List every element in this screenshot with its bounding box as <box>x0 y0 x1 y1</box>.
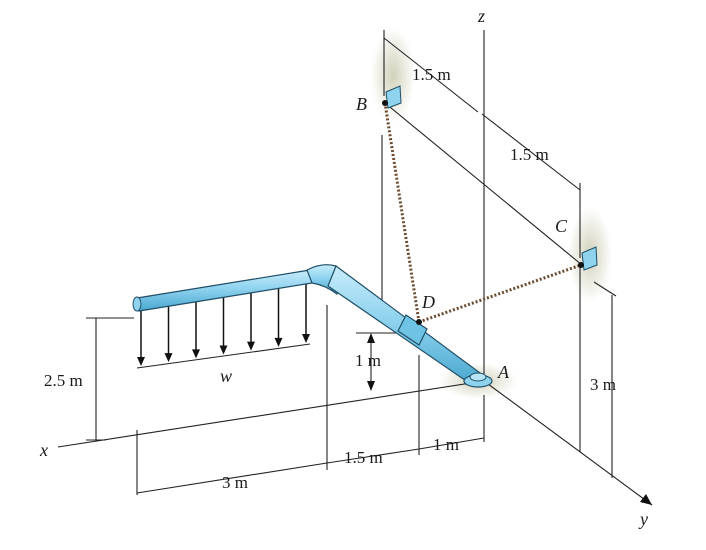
dim-label-base-1m: 1 m <box>433 435 459 454</box>
pin-c <box>578 262 584 268</box>
axis-label-y: y <box>638 509 648 529</box>
load-arrow-head <box>164 353 173 363</box>
pin-b <box>382 100 388 106</box>
pin-d <box>416 319 422 325</box>
dim-label-load-height: 2.5 m <box>44 371 83 390</box>
point-label-b: B <box>356 94 367 114</box>
dim-line-b-top <box>383 37 479 113</box>
point-label-a: A <box>497 362 510 382</box>
load-label-w: w <box>220 366 232 386</box>
cable-db <box>383 102 421 323</box>
dim-label-base-1p5m: 1.5 m <box>344 448 383 467</box>
dim-line-1m-bottom <box>418 437 485 450</box>
load-arrow-head <box>302 334 310 343</box>
load-arrow-head <box>274 337 283 347</box>
y-axis <box>483 380 653 506</box>
dim-line-c-top <box>481 113 581 191</box>
dim-arrow-1m-top <box>367 333 375 343</box>
axis-label-x: x <box>39 440 48 460</box>
load-arrow-head <box>137 357 145 366</box>
cable-dc <box>418 263 582 324</box>
dim-line-1p5-bottom <box>326 448 420 464</box>
dim-arrow-1m-bottom <box>367 381 375 391</box>
load-arrow-head <box>247 341 255 351</box>
pipe-horizontal-arm <box>136 269 313 312</box>
x-axis <box>57 380 485 448</box>
bc-reference-line <box>384 102 583 266</box>
dim-label-c-height: 3 m <box>590 375 616 394</box>
distributed-load-w <box>137 283 310 366</box>
pipe-end-cap <box>132 296 142 312</box>
axis-label-z: z <box>477 6 485 26</box>
support-glow-b <box>371 27 415 123</box>
dim-tick-3m-top <box>593 281 617 297</box>
load-arrow-head <box>219 345 228 355</box>
dim-line-3m-bottom <box>136 462 328 494</box>
support-a-top <box>469 372 487 382</box>
dim-label-pipe-rise: 1 m <box>355 351 381 370</box>
load-base-line <box>136 343 311 369</box>
load-arrow-head <box>192 349 200 359</box>
dim-label-bc-upper: 1.5 m <box>412 65 451 84</box>
y-axis-arrowhead <box>640 494 652 505</box>
dim-label-base-3m: 3 m <box>222 473 248 492</box>
point-label-d: D <box>421 292 435 312</box>
point-label-c: C <box>555 216 568 236</box>
dim-label-bc-lower: 1.5 m <box>510 145 549 164</box>
